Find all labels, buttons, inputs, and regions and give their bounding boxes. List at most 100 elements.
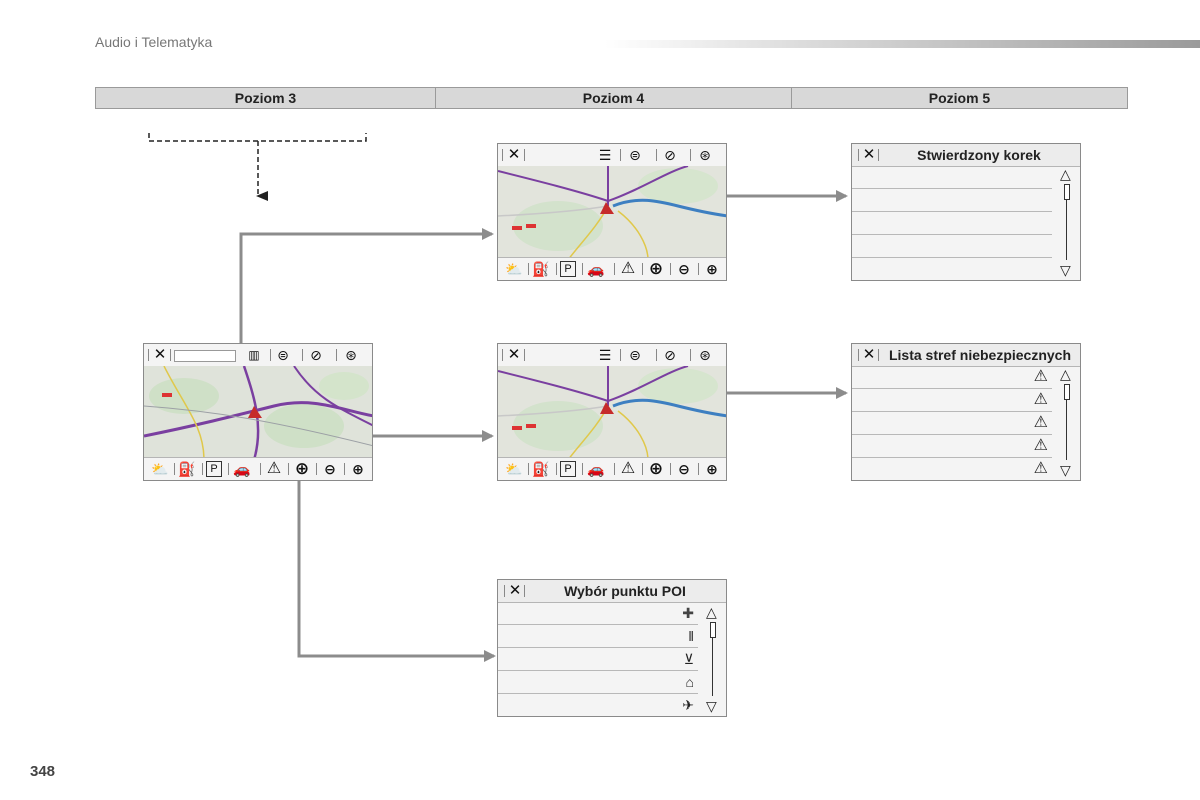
scroll-thumb[interactable] bbox=[710, 622, 716, 638]
list-item[interactable]: ✚ bbox=[498, 602, 698, 625]
route-options-icon[interactable]: ⊜ bbox=[277, 347, 289, 363]
level-5-label: Poziom 5 bbox=[791, 88, 1127, 108]
level4-traffic-map-screen: ✕ ☰ ⊜ ⊘ ⊛ ⛅ ⛽ P 🚗 bbox=[497, 143, 727, 281]
shopping-icon: ⊻ bbox=[683, 651, 694, 667]
map-top-toolbar: ✕ ☰ ⊜ ⊘ ⊛ bbox=[498, 144, 726, 167]
scroll-down-icon[interactable]: ▽ bbox=[1060, 462, 1071, 478]
scroll-track bbox=[712, 638, 713, 696]
map-view[interactable] bbox=[144, 366, 372, 458]
danger-zones-panel: ✕ Lista stref niebezpiecznych ⚠ ⚠ ⚠ ⚠ ⚠ … bbox=[851, 343, 1081, 481]
scroll-up-icon[interactable]: △ bbox=[1060, 166, 1071, 182]
map-bottom-toolbar: ⛅ ⛽ P 🚗 ⚠ ⊕ ⊖ ⊕ bbox=[498, 257, 726, 280]
map-top-toolbar: ✕ ☰ ⊜ ⊘ ⊛ bbox=[498, 344, 726, 367]
close-icon[interactable]: ✕ bbox=[862, 146, 876, 163]
map-graphic bbox=[498, 366, 726, 458]
list-item[interactable]: ⊻ bbox=[498, 648, 698, 671]
parking-icon[interactable]: P bbox=[560, 461, 576, 477]
zoom-poi-icon[interactable]: ⊕ bbox=[648, 259, 664, 278]
destination-flag-icon[interactable]: ⊛ bbox=[345, 347, 357, 363]
list-item[interactable] bbox=[852, 235, 1052, 258]
zoom-in-icon[interactable]: ⊕ bbox=[706, 461, 718, 477]
panel-title: Lista stref niebezpiecznych bbox=[888, 347, 1072, 363]
level3-map-screen: ✕ ▥ ⊜ ⊘ ⊛ ⛅ ⛽ P 🚗 ⚠ bbox=[143, 343, 373, 481]
scrollbar[interactable]: △ ▽ bbox=[705, 602, 721, 716]
panel-title-bar: ✕ Wybór punktu POI bbox=[498, 580, 726, 603]
zoom-in-icon[interactable]: ⊕ bbox=[706, 261, 718, 277]
scroll-thumb[interactable] bbox=[1064, 384, 1070, 400]
list-item[interactable]: ⚠ bbox=[852, 435, 1052, 458]
map-graphic bbox=[498, 166, 726, 258]
scroll-up-icon[interactable]: △ bbox=[706, 604, 717, 620]
list-icon[interactable]: ☰ bbox=[598, 147, 612, 163]
weather-icon[interactable]: ⛅ bbox=[151, 461, 169, 477]
list-item[interactable] bbox=[852, 258, 1052, 280]
traffic-info-icon[interactable]: 🚗 bbox=[233, 461, 251, 477]
list-item[interactable] bbox=[852, 166, 1052, 189]
restaurant-icon: ǁ bbox=[688, 628, 694, 644]
map-view[interactable] bbox=[498, 366, 726, 458]
list-item[interactable]: ⚠ bbox=[852, 458, 1052, 480]
arrow-to-poi-list bbox=[297, 470, 496, 662]
navigation-arrow-icon[interactable]: ⊘ bbox=[664, 347, 676, 363]
poi-selection-panel: ✕ Wybór punktu POI ✚ ǁ ⊻ ⌂ ✈ △ ▽ bbox=[497, 579, 727, 717]
list-item[interactable] bbox=[852, 189, 1052, 212]
navigation-arrow-icon[interactable]: ⊘ bbox=[664, 147, 676, 163]
list-icon[interactable]: ☰ bbox=[598, 347, 612, 363]
close-icon[interactable]: ✕ bbox=[507, 346, 521, 363]
zoom-out-icon[interactable]: ⊖ bbox=[678, 461, 690, 477]
navigation-arrow-icon[interactable]: ⊘ bbox=[310, 347, 322, 363]
warning-icon: ⚠ bbox=[1033, 414, 1048, 431]
warning-icon[interactable]: ⚠ bbox=[620, 260, 636, 277]
list-item[interactable]: ǁ bbox=[498, 625, 698, 648]
panel-title: Wybór punktu POI bbox=[564, 583, 686, 599]
scroll-down-icon[interactable]: ▽ bbox=[706, 698, 717, 714]
destination-flag-icon[interactable]: ⊛ bbox=[699, 347, 711, 363]
zoom-out-icon[interactable]: ⊖ bbox=[678, 261, 690, 277]
list-item[interactable]: ⚠ bbox=[852, 366, 1052, 389]
parking-icon[interactable]: P bbox=[560, 261, 576, 277]
warning-icon: ⚠ bbox=[1033, 460, 1048, 477]
scroll-up-icon[interactable]: △ bbox=[1060, 366, 1071, 382]
zoom-poi-icon[interactable]: ⊕ bbox=[648, 459, 664, 478]
scrollbar[interactable]: △ ▽ bbox=[1059, 166, 1075, 280]
destination-flag-icon[interactable]: ⊛ bbox=[699, 147, 711, 163]
zoom-out-icon[interactable]: ⊖ bbox=[324, 461, 336, 477]
list-item[interactable]: ⌂ bbox=[498, 671, 698, 694]
route-options-icon[interactable]: ⊜ bbox=[629, 347, 641, 363]
parking-icon[interactable]: P bbox=[206, 461, 222, 477]
zoom-poi-icon[interactable]: ⊕ bbox=[294, 459, 310, 478]
list-item[interactable]: ✈ bbox=[498, 694, 698, 716]
weather-icon[interactable]: ⛅ bbox=[505, 461, 523, 477]
traffic-info-icon[interactable]: 🚗 bbox=[587, 461, 605, 477]
panel-title-bar: ✕ Lista stref niebezpiecznych bbox=[852, 344, 1080, 367]
list-item[interactable] bbox=[852, 212, 1052, 235]
zoom-in-icon[interactable]: ⊕ bbox=[352, 461, 364, 477]
level-header-row: Poziom 3 Poziom 4 Poziom 5 bbox=[95, 87, 1128, 109]
close-icon[interactable]: ✕ bbox=[507, 146, 521, 163]
map-bottom-toolbar: ⛅ ⛽ P 🚗 ⚠ ⊕ ⊖ ⊕ bbox=[498, 457, 726, 480]
close-icon[interactable]: ✕ bbox=[153, 346, 167, 363]
list-item[interactable]: ⚠ bbox=[852, 389, 1052, 412]
warning-icon[interactable]: ⚠ bbox=[620, 460, 636, 477]
map-view[interactable] bbox=[498, 166, 726, 258]
route-options-icon[interactable]: ⊜ bbox=[629, 147, 641, 163]
list-item[interactable]: ⚠ bbox=[852, 412, 1052, 435]
close-icon[interactable]: ✕ bbox=[862, 346, 876, 363]
fuel-station-icon[interactable]: ⛽ bbox=[532, 261, 550, 277]
airport-icon: ✈ bbox=[682, 697, 694, 713]
level4-danger-map-screen: ✕ ☰ ⊜ ⊘ ⊛ ⛅ ⛽ P 🚗 bbox=[497, 343, 727, 481]
fuel-station-icon[interactable]: ⛽ bbox=[532, 461, 550, 477]
traffic-jam-icon[interactable]: ▥ bbox=[248, 348, 260, 362]
scroll-thumb[interactable] bbox=[1064, 184, 1070, 200]
warning-icon[interactable]: ⚠ bbox=[266, 460, 282, 477]
fuel-station-icon[interactable]: ⛽ bbox=[178, 461, 196, 477]
header-gradient-bar bbox=[605, 40, 1200, 48]
scroll-down-icon[interactable]: ▽ bbox=[1060, 262, 1071, 278]
close-icon[interactable]: ✕ bbox=[508, 582, 522, 599]
weather-icon[interactable]: ⛅ bbox=[505, 261, 523, 277]
scrollbar[interactable]: △ ▽ bbox=[1059, 366, 1075, 480]
search-field[interactable] bbox=[174, 350, 236, 362]
building-icon: ⌂ bbox=[685, 674, 694, 690]
section-title: Audio i Telematyka bbox=[95, 34, 213, 50]
traffic-info-icon[interactable]: 🚗 bbox=[587, 261, 605, 277]
